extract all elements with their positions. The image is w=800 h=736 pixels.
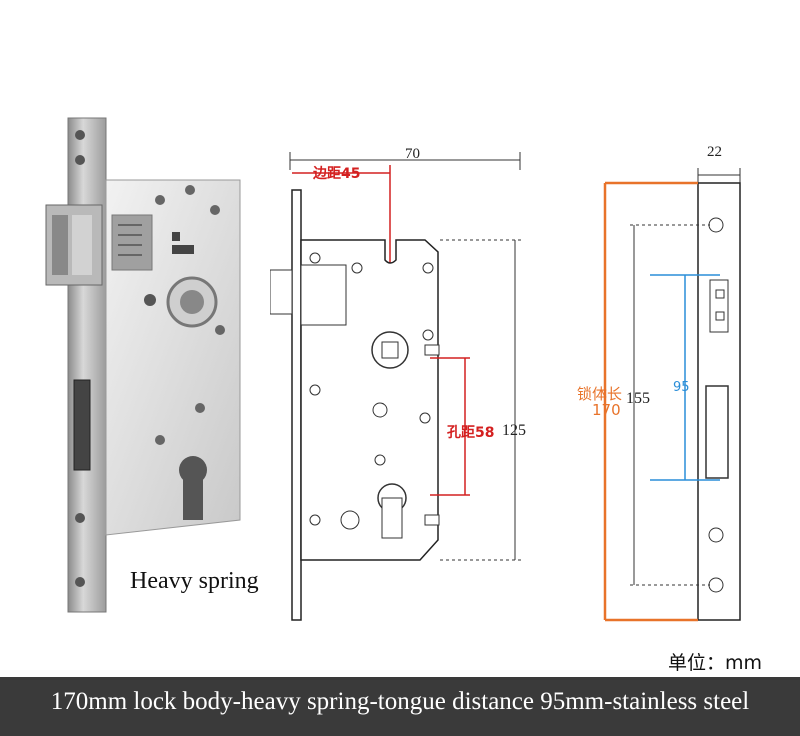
front-faceplate (291, 189, 302, 621)
unit-label: 单位：mm (668, 652, 763, 674)
front-width-label: 70 (405, 146, 420, 162)
lock-body-photo (45, 117, 241, 613)
faceplate (67, 117, 107, 613)
body-length-label: 170 (592, 401, 621, 419)
inner-length-label: 155 (626, 390, 650, 407)
tongue-distance-label: 95 (673, 380, 690, 395)
hole-distance-label: 孔距58 (447, 425, 495, 441)
side-view-drawing (603, 168, 741, 622)
backset-label: 边距45 (313, 166, 361, 182)
footer-bar (0, 677, 800, 736)
footer-text: 170mm lock body-heavy spring-tongue dist… (50, 688, 750, 715)
heavy-spring-caption: Heavy spring (130, 568, 259, 594)
front-height-label: 125 (502, 422, 526, 439)
body-length-label-cn: 锁体长 (577, 385, 623, 403)
side-width-label: 22 (707, 144, 722, 160)
front-view-drawing (270, 152, 522, 621)
